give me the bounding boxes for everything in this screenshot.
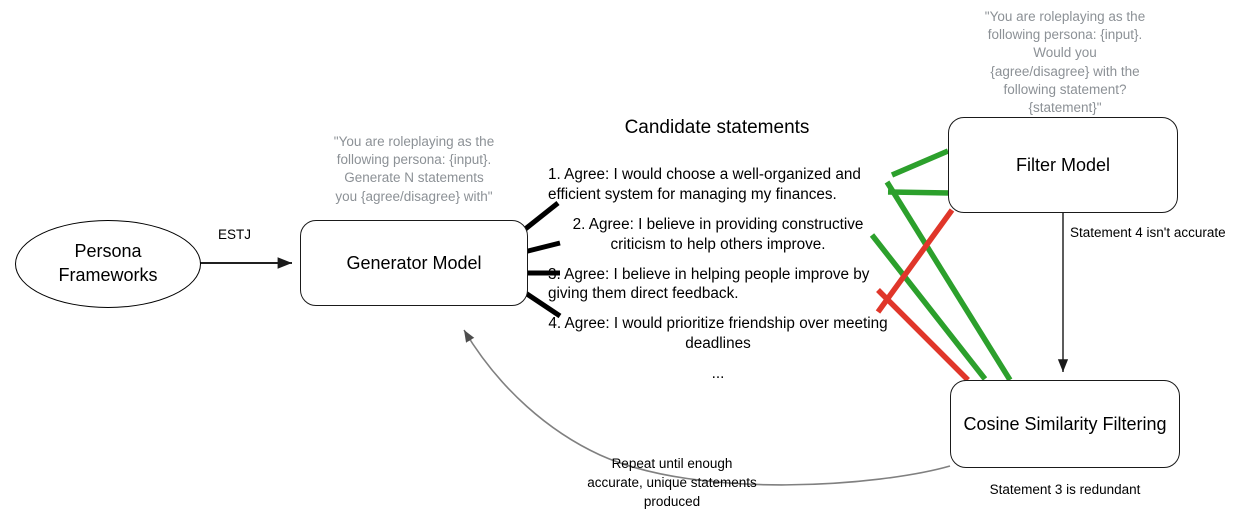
edge-statement2-accepted	[887, 189, 951, 196]
node-persona-frameworks[interactable]: Persona Frameworks	[15, 220, 201, 308]
edge-accepted-to-cosine	[869, 233, 988, 381]
edge-rejected-to-cosine	[876, 288, 970, 382]
edge-label-statement-4-inaccurate: Statement 4 isn't accurate	[1070, 225, 1226, 240]
candidate-statements-list: 1. Agree: I would choose a well-organize…	[548, 165, 888, 394]
edge-statement1-accepted	[890, 148, 950, 178]
list-item: 2. Agree: I believe in providing constru…	[572, 215, 864, 253]
node-filter-model[interactable]: Filter Model	[948, 117, 1178, 213]
node-generator-model[interactable]: Generator Model	[300, 220, 528, 306]
edge-statement4-rejected	[875, 208, 955, 314]
generator-prompt-text: "You are roleplaying as the following pe…	[333, 134, 495, 204]
edge-label-estj: ESTJ	[218, 227, 252, 242]
node-generator-model-label: Generator Model	[346, 252, 482, 273]
caption-repeat-loop: Repeat until enough accurate, unique sta…	[587, 456, 757, 509]
caption-statement-3-redundant: Statement 3 is redundant	[989, 482, 1141, 497]
node-cosine-similarity-filtering[interactable]: Cosine Similarity Filtering	[950, 380, 1180, 468]
list-item: 3. Agree: I believe in helping people im…	[548, 265, 870, 303]
filter-prompt-text: "You are roleplaying as the following pe…	[984, 9, 1146, 116]
node-cosine-similarity-filtering-label: Cosine Similarity Filtering	[963, 413, 1167, 434]
list-item: 1. Agree: I would choose a well-organize…	[548, 166, 861, 203]
candidate-statements-heading: Candidate statements	[624, 117, 810, 138]
list-item: 4. Agree: I would prioritize friendship …	[548, 315, 888, 353]
node-persona-frameworks-label: Persona Frameworks	[58, 241, 158, 285]
node-filter-model-label: Filter Model	[1015, 154, 1111, 175]
list-item-ellipsis: ...	[711, 365, 725, 382]
